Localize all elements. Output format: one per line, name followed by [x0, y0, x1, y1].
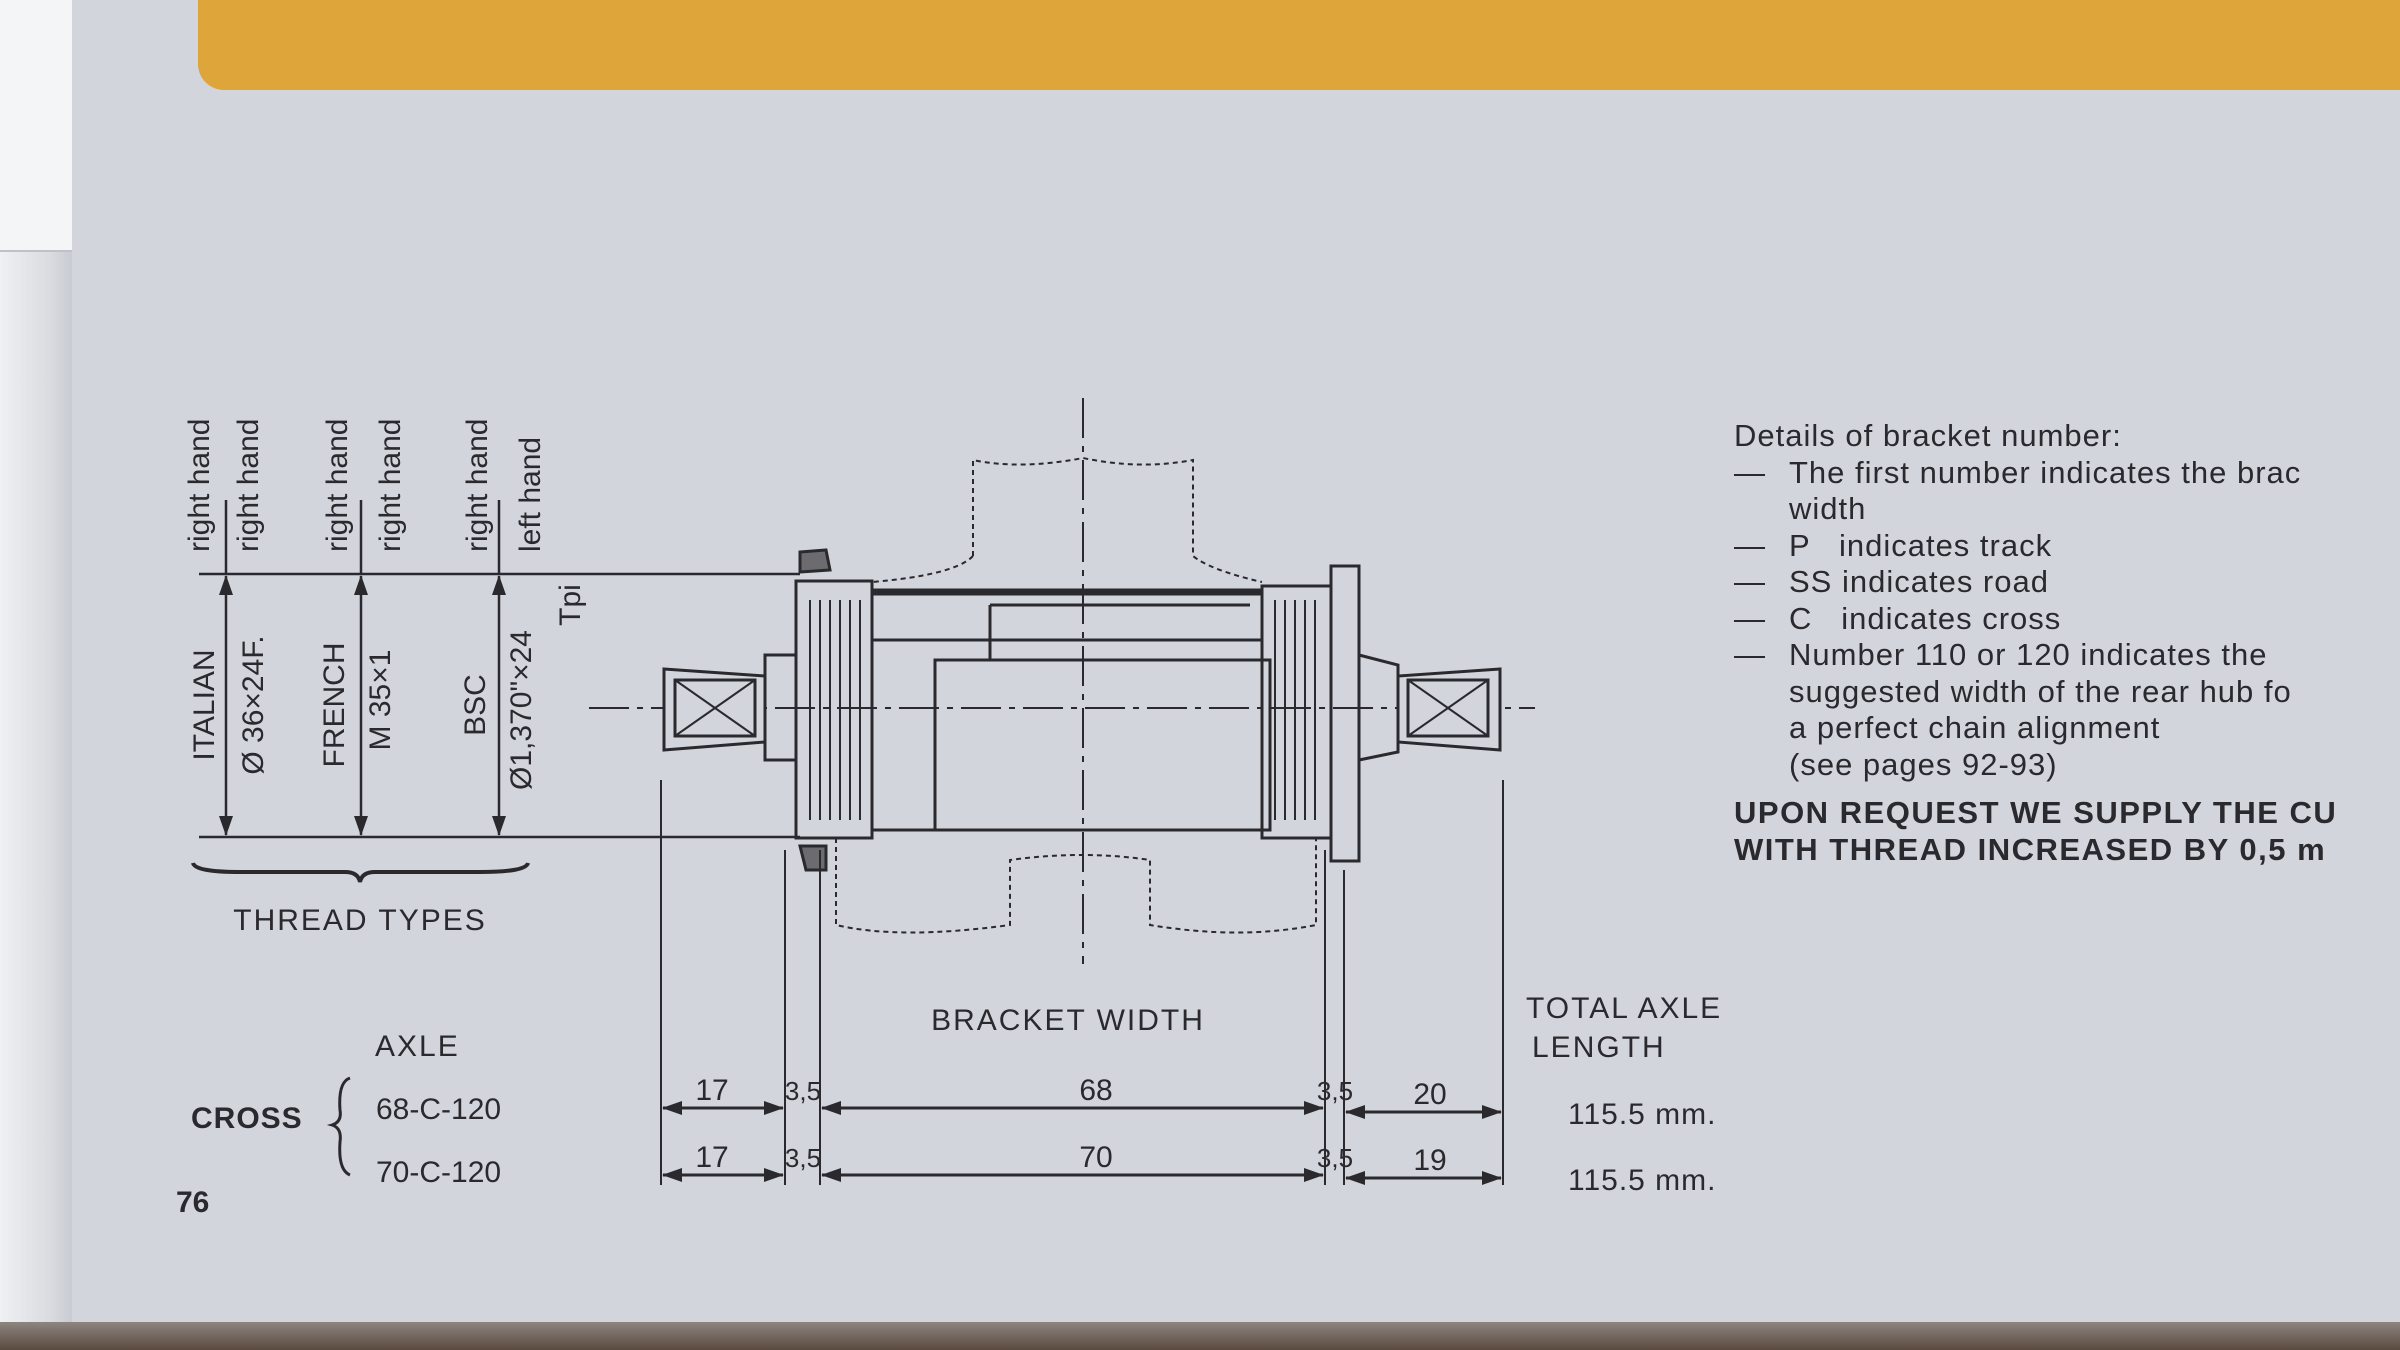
bracket-shell-outline — [835, 456, 1317, 934]
italian-hand-2: right hand — [232, 419, 265, 552]
dim-total: 115.5 mm. — [1568, 1164, 1717, 1197]
thread-reference-lines — [191, 500, 800, 883]
french-spec: M 35×1 — [364, 650, 397, 751]
details-item: —P indicates track — [1734, 527, 2053, 563]
bsc-label: BSC — [459, 674, 492, 736]
bsc-spec: Ø1,370"×24 — [505, 630, 538, 790]
french-hand-2: right hand — [374, 419, 407, 552]
dim-total: 115.5 mm. — [1568, 1098, 1717, 1131]
dimension-arrows — [662, 1101, 1502, 1185]
axle-label: AXLE — [375, 1030, 460, 1063]
notice-line-1: UPON REQUEST WE SUPPLY THE CU — [1734, 795, 2338, 830]
dim-left: 17 — [695, 1074, 728, 1107]
details-item: —C indicates cross — [1734, 600, 2062, 636]
dim-width: 68 — [1079, 1074, 1112, 1107]
bsc-hand-2: left hand — [514, 437, 547, 552]
italian-spec: Ø 36×24F. — [237, 635, 270, 774]
axle-brace — [326, 1076, 351, 1177]
bsc-spec-unit: Tpi — [554, 584, 587, 626]
french-hand-1: right hand — [321, 419, 354, 552]
dim-width: 70 — [1079, 1141, 1112, 1174]
details-item: —SS indicates road — [1734, 564, 2049, 599]
bracket-cross-section — [589, 398, 1535, 964]
binder-tab — [0, 0, 72, 252]
dim-cup-right: 3,5 — [1317, 1076, 1353, 1106]
notice-line-2: WITH THREAD INCREASED BY 0,5 m — [1734, 831, 2327, 867]
french-label: FRENCH — [318, 643, 351, 768]
dim-cup-left: 3,5 — [785, 1076, 821, 1106]
bracket-width-label: BRACKET WIDTH — [931, 1004, 1205, 1037]
dimension-row: 70-C-120 17 3,5 70 3,5 19 115.5 mm. — [376, 1141, 1717, 1197]
dim-right: 19 — [1413, 1144, 1446, 1177]
page-number: 76 — [176, 1186, 209, 1219]
details-heading: Details of bracket number: — [1734, 418, 2122, 453]
header-color-band — [198, 0, 2400, 90]
axle-code: 70-C-120 — [376, 1156, 501, 1189]
italian-hand-1: right hand — [183, 419, 216, 552]
axle-code: 68-C-120 — [376, 1093, 501, 1126]
dim-cup-right: 3,5 — [1317, 1143, 1353, 1173]
category-cross: CROSS — [191, 1102, 303, 1135]
dimension-extension-lines — [660, 780, 1504, 1185]
thread-types-title: THREAD TYPES — [233, 904, 487, 937]
italian-label: ITALIAN — [188, 649, 221, 760]
dim-left: 17 — [695, 1141, 728, 1174]
dim-cup-left: 3,5 — [785, 1143, 821, 1173]
bracket-number-details: Details of bracket number: —The first nu… — [1734, 418, 2400, 868]
binder-edge — [0, 0, 72, 1350]
dimension-row: 68-C-120 17 3,5 68 3,5 20 115.5 mm. — [376, 1074, 1717, 1131]
bsc-hand-1: right hand — [461, 419, 494, 552]
total-axle-length-label-1: TOTAL AXLE — [1526, 992, 1722, 1025]
thread-types-brace — [191, 862, 530, 883]
dim-right: 20 — [1413, 1078, 1446, 1111]
total-axle-length-label-2: LENGTH — [1532, 1031, 1666, 1064]
table-surface — [0, 1322, 2400, 1350]
